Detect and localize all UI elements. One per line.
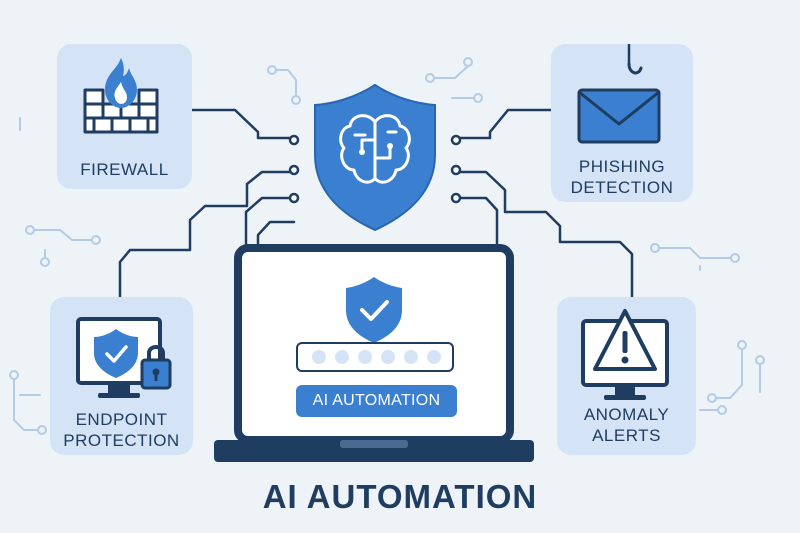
firewall-icon [83,58,159,134]
phishing-label-line2: DETECTION [570,178,674,197]
password-dot [381,350,395,364]
card-endpoint-protection[interactable]: ENDPOINT PROTECTION [50,297,193,455]
anomaly-label-line2: ALERTS [592,426,661,445]
monitor-shield-lock-icon [76,317,172,398]
password-dot [427,350,441,364]
firewall-label: FIREWALL [80,160,169,179]
password-dot [335,350,349,364]
anomaly-label-line1: ANOMALY [583,405,670,424]
password-dots [312,350,441,364]
endpoint-label-line2: PROTECTION [63,431,180,450]
password-dot [404,350,418,364]
card-firewall[interactable]: FIREWALL [57,44,192,189]
card-anomaly-alerts[interactable]: ANOMALY ALERTS [557,297,696,455]
password-dot [358,350,372,364]
phishing-label-line1: PHISHING [578,157,666,176]
password-dot [312,350,326,364]
card-phishing-detection[interactable]: PHISHING DETECTION [551,44,693,202]
password-field[interactable] [296,342,454,372]
warning-monitor-icon [581,309,669,400]
main-title: AI AUTOMATION [262,478,538,515]
ai-automation-button[interactable]: AI AUTOMATION [296,385,457,417]
phishing-email-icon [577,44,661,144]
endpoint-label-line1: ENDPOINT [75,410,168,429]
